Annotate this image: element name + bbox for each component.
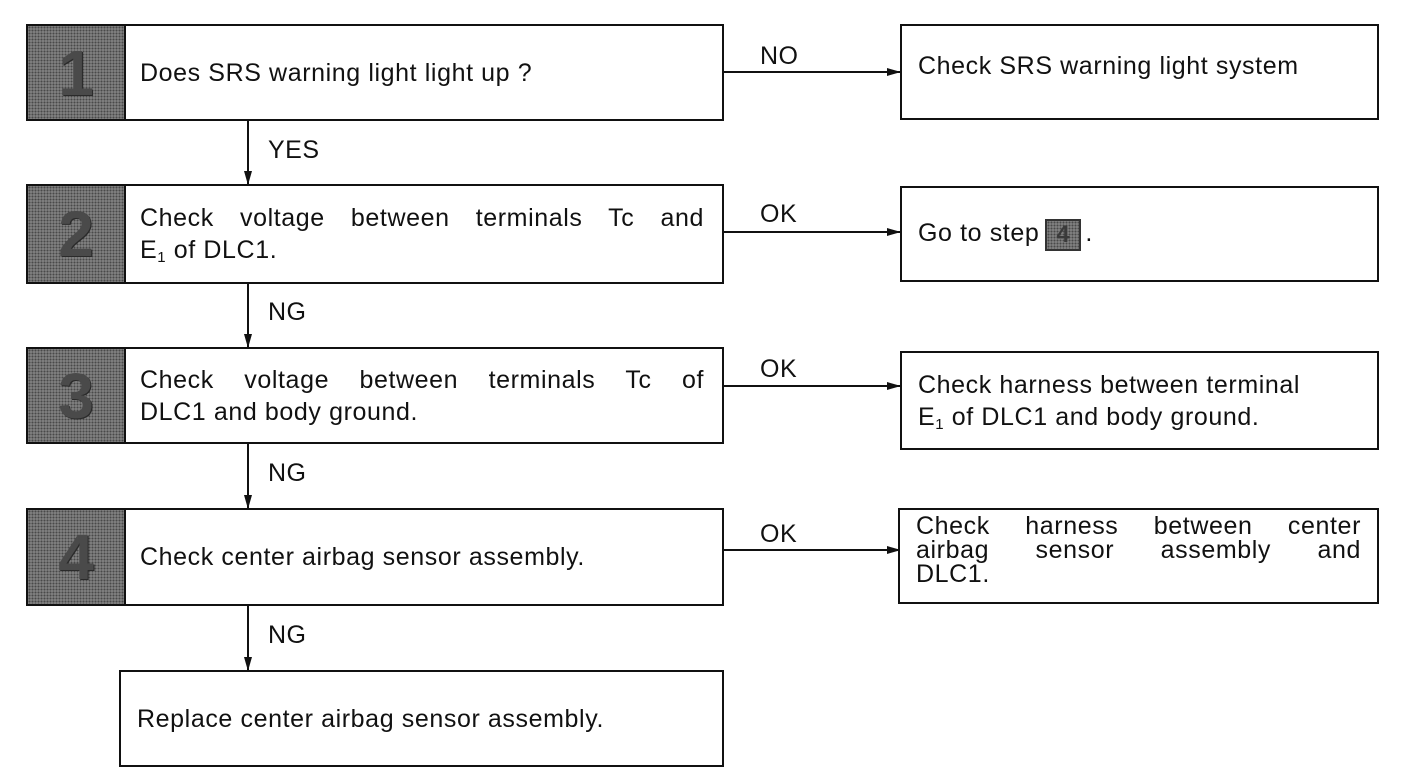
edge-label-step2-ng: NG [268, 298, 307, 326]
outcome-1-box: Check SRS warning light system [900, 24, 1379, 120]
final-action-text: Replace center airbag sensor assembly. [137, 672, 706, 765]
edge-label-step3-ng: NG [268, 459, 307, 487]
step-2-line2-sub: 1 [157, 249, 167, 266]
edge-label-step3-ok: OK [760, 355, 798, 383]
step-2-line2-pre: E [140, 236, 158, 264]
step-1-question: Does SRS warning light light up ? [140, 58, 533, 87]
outcome-3-line1: Check harness between terminal [918, 370, 1301, 399]
edge-label-step2-ok: OK [760, 200, 798, 228]
outcome-4-text: Check harness between center airbag sens… [916, 514, 1361, 602]
step-2-number: 2 [28, 186, 126, 282]
outcome-4-line3: DLC1. [916, 560, 990, 588]
step-2-line2-post: of DLC1. [166, 236, 278, 264]
outcome-2-pre: Go to step [918, 219, 1040, 248]
outcome-3-box: Check harness between terminal E1 of DLC… [900, 351, 1379, 450]
step-3-number: 3 [28, 349, 126, 442]
step-3-box: 3 Check voltage between terminals Tc of … [26, 347, 724, 444]
edge-label-step4-ok: OK [760, 520, 798, 548]
outcome-3-line2-sub: 1 [935, 415, 945, 433]
edge-label-step1-yes: YES [268, 136, 320, 164]
step-4-action: Check center airbag sensor assembly. [140, 543, 585, 571]
step-3-line2: DLC1 and body ground. [140, 397, 419, 426]
final-action-label: Replace center airbag sensor assembly. [137, 704, 605, 733]
outcome-1-text: Check SRS warning light system [918, 26, 1361, 106]
outcome-4-line2: airbag sensor assembly and [916, 536, 1361, 564]
final-action-box: Replace center airbag sensor assembly. [119, 670, 724, 767]
edge-label-step4-ng: NG [268, 621, 307, 649]
step-3-line1: Check voltage between terminals Tc of [140, 365, 704, 394]
step-2-line2: E1 of DLC1. [140, 234, 704, 266]
step-1-number: 1 [28, 26, 126, 119]
outcome-3-line2-pre: E [918, 402, 936, 431]
outcome-3-text: Check harness between terminal E1 of DLC… [918, 353, 1361, 448]
outcome-4-box: Check harness between center airbag sens… [898, 508, 1379, 604]
step-3-text: Check voltage between terminals Tc of DL… [140, 349, 704, 442]
edge-label-step1-no: NO [760, 42, 799, 70]
step-2-text: Check voltage between terminals Tc and E… [140, 186, 704, 282]
step-1-box: 1 Does SRS warning light light up ? [26, 24, 724, 121]
outcome-3-line2: E1 of DLC1 and body ground. [918, 401, 1361, 433]
step-4-text: Check center airbag sensor assembly. [140, 510, 704, 604]
step-2-line1: Check voltage between terminals Tc and [140, 204, 704, 232]
outcome-1-label: Check SRS warning light system [918, 52, 1299, 80]
outcome-4-line1: Check harness between center [916, 512, 1361, 540]
step-1-text: Does SRS warning light light up ? [140, 26, 704, 119]
outcome-2-post: . [1085, 219, 1093, 248]
step-4-box: 4 Check center airbag sensor assembly. [26, 508, 724, 606]
step-2-box: 2 Check voltage between terminals Tc and… [26, 184, 724, 284]
step-4-reference-badge: 4 [1045, 218, 1082, 251]
step-4-number: 4 [28, 510, 126, 604]
outcome-3-line2-post: of DLC1 and body ground. [944, 402, 1260, 431]
